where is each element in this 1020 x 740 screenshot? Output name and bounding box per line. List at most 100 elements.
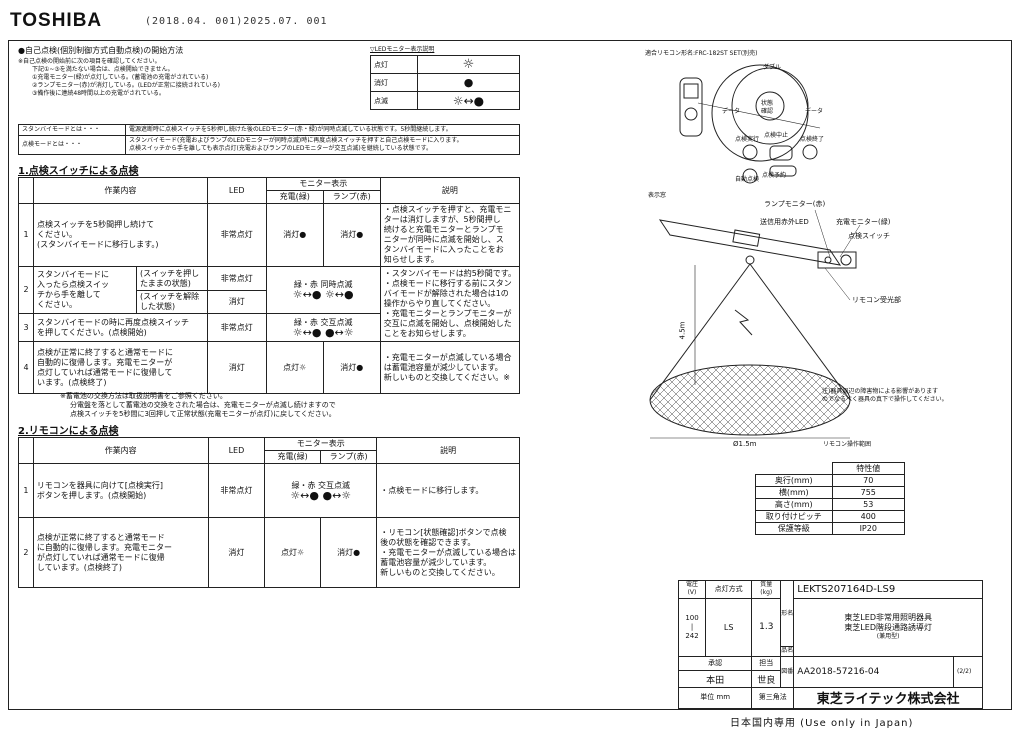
tb-projection: 第三角法: [751, 686, 795, 710]
tb-drawing-key: 図番: [780, 655, 795, 688]
row-led: 消灯: [206, 341, 267, 394]
def-desc: 電源遮断時に点検スイッチを5秒押し続けた後のLEDモニター(赤・緑)が同時点滅し…: [125, 124, 520, 136]
row-charge: 点灯☼: [265, 341, 324, 394]
row-charge: 消灯●: [265, 203, 324, 267]
led-legend-title: ▽LEDモニター表示説明: [370, 46, 435, 53]
spec-value: 53: [831, 498, 905, 511]
tb-company: 東芝ライテック株式会社: [793, 686, 983, 710]
col-desc: 説明: [379, 177, 521, 204]
row-led: 非常点灯: [207, 463, 266, 518]
notes-block: ※蓄電池の交換方法は取扱説明書をご参照ください。 分電盤を落として蓄電池の交換を…: [60, 392, 336, 419]
tb-approve-header: 承認: [677, 655, 753, 672]
blink-icon: ☼↔● ●↔☼: [290, 488, 352, 502]
col-charge: 充電(緑): [265, 190, 324, 204]
col-desc: 説明: [376, 437, 520, 464]
tb-unit: 単位 mm: [677, 686, 753, 710]
diameter-dimension: Ø1.5m: [733, 440, 757, 448]
row-monitor: 緑・赤 交互点滅 ☼↔● ●↔☼: [264, 463, 378, 518]
revision-date: (2018.04. 001)2025.07. 001: [145, 16, 328, 27]
row-no: 1: [18, 463, 34, 518]
area-label: リモコン操作範囲: [823, 441, 872, 448]
row-desc: ・点検スイッチを押すと、充電モニ ターは消灯しますが、5秒間押し 続けると充電モ…: [379, 203, 521, 267]
title-block: 電圧 (V) 点灯方式 質量 (kg) 形名 LEKTS207164D-LS9 …: [677, 579, 983, 710]
row-no: 3: [18, 313, 34, 342]
spec-label: 高さ(mm): [755, 498, 833, 511]
row-led: 消灯: [206, 290, 267, 314]
tb-sheet: (2/2): [953, 655, 983, 688]
note-line: 分電盤を落として蓄電池の交換をされた場合は、充電モニターが点滅し続けますので: [70, 401, 336, 409]
row-led: 非常点灯: [206, 203, 267, 267]
tb-mass-header: 質量 (kg): [751, 580, 782, 599]
legend-label: 点滅: [370, 91, 418, 110]
intro-line: ②ランプモニター(赤)が消灯している。(LEDが正常に接続されている): [32, 82, 220, 89]
col-work: 作業内容: [32, 437, 209, 464]
section-2-title: 2.リモコンによる点検: [18, 426, 119, 437]
remote-label: 点検終了: [800, 136, 825, 143]
tb-voltage-header: 電圧 (V): [678, 580, 706, 599]
def-term: スタンバイモードとは・・・: [18, 124, 126, 136]
remote-label: ダブル: [763, 64, 782, 71]
spec-label: 横(mm): [755, 486, 833, 499]
col-monitor: モニター表示: [265, 177, 381, 191]
fixture-note: 注)器具周辺の障害物による影響があります のでなるべく器具の真下で操作してくださ…: [822, 388, 948, 403]
blink-icon: ☼↔●: [417, 91, 520, 110]
tb-product-cell: 東芝LED非常用照明器具 東芝LED階段通路誘導灯 (兼用型): [793, 597, 983, 657]
tb-product-sub: (兼用型): [876, 633, 900, 641]
tb-product: 東芝LED非常用照明器具 東芝LED階段通路誘導灯: [844, 613, 932, 633]
def-desc: スタンバイモード(充電およびランプのLEDモニターが同時点滅)時に再度点検スイッ…: [125, 135, 520, 155]
monitor-text: 緑・赤 交互点滅: [291, 480, 351, 490]
brand-logo: TOSHIBA: [10, 10, 103, 31]
blink-icon: ☼↔● ●↔☼: [292, 325, 354, 339]
row-substate: (スイッチを押し たままの状態): [136, 266, 208, 291]
lamp-monitor-label: ランプモニター(赤): [764, 200, 826, 208]
tb-method-header: 点灯方式: [704, 580, 753, 599]
tb-form-key: 形名: [780, 579, 795, 648]
remote-label: データ: [722, 108, 741, 115]
led-legend: ▽LEDモニター表示説明 点灯☼ 消灯● 点滅☼↔●: [370, 46, 520, 110]
row-desc: ・リモコン[状態確認]ボタンで点検 後の状態を確認できます。 ・充電モニターが点…: [376, 517, 520, 588]
check-switch-label: 点検スイッチ: [848, 232, 890, 240]
row-no: 4: [18, 341, 34, 394]
def-term: 点検モードとは・・・: [18, 135, 126, 155]
tb-voltage: 100 | 242: [678, 597, 706, 657]
row-work: スタンバイモードに 入ったら点検スイッ チから手を離して ください。: [33, 266, 137, 314]
col-monitor: モニター表示: [264, 437, 378, 451]
spec-label: 取り付けピッチ: [755, 510, 833, 523]
row-work: 点検が正常に終了すると通常モード に自動的に復帰します。充電モニター が点灯して…: [32, 517, 209, 588]
row-desc: ・スタンバイモードは約5秒間です。 ・点検モードに移行する前にスタン バイモード…: [379, 266, 521, 342]
side-label: 表示窓: [648, 192, 667, 199]
row-monitor: 緑・赤 同時点滅 ☼↔● ☼↔●: [265, 266, 381, 314]
intro-line: 下記①~③を満たない場合は、点検開始できません。: [32, 66, 174, 73]
row-led: 非常点灯: [206, 313, 267, 342]
row-lamp: 消灯●: [319, 517, 378, 588]
tb-approver: 本田: [677, 670, 753, 688]
monitor-text: 緑・赤 同時点滅: [293, 280, 353, 289]
section-1-table: 作業内容 LED モニター表示 説明 充電(緑) ランプ(赤) 1 点検スイッチ…: [18, 177, 521, 394]
row-work: スタンバイモードの時に再度点検スイッチ を押してください。(点検開始): [33, 313, 208, 342]
spec-header: 特性値: [831, 462, 905, 475]
blink-icon: ☼↔● ☼↔●: [292, 288, 354, 301]
fixture-illustration: [649, 209, 861, 439]
remote-label: 自動点検: [735, 176, 760, 183]
row-work: リモコンを器具に向けて[点検実行] ボタンを押します。(点検開始): [32, 463, 209, 518]
tb-method: LS: [704, 597, 753, 657]
row-led: 消灯: [207, 517, 266, 588]
spec-label: 保護等級: [755, 522, 833, 535]
intro-line: ※自己点検の開始前に次の項目を確認してください。: [18, 58, 161, 65]
section-2-table: 作業内容 LED モニター表示 説明 充電(緑) ランプ(赤) 1 リモコンを器…: [18, 437, 520, 588]
row-no: 2: [18, 517, 34, 588]
section-1-title: 1.点検スイッチによる点検: [18, 166, 139, 177]
intro-line: ①充電モニター(緑)が点灯している。(蓄電池の充電がされている): [32, 74, 209, 81]
remote-label: 点検予約: [762, 172, 787, 179]
receiver-label: リモコン受光部: [852, 296, 901, 304]
ir-led-label: 送信用赤外LED: [760, 218, 809, 226]
note-line: ※蓄電池の交換方法は取扱説明書をご参照ください。: [60, 392, 227, 400]
row-work: 点検が正常に終了すると通常モードに 自動的に復帰します。充電モニターが 点灯して…: [33, 341, 208, 394]
row-lamp: 消灯●: [322, 341, 381, 394]
sun-icon: ☼: [417, 55, 520, 74]
row-led: 非常点灯: [206, 266, 267, 291]
spec-value: 70: [831, 474, 905, 487]
note-line: 点検スイッチを5秒間に3回押して正常状態(充電モニターが点灯)に戻してください。: [70, 410, 336, 418]
row-desc: ・点検モードに移行します。: [376, 463, 520, 518]
remote-title: 適合リモコン形名:FRC-182ST SET(別売): [645, 50, 758, 57]
